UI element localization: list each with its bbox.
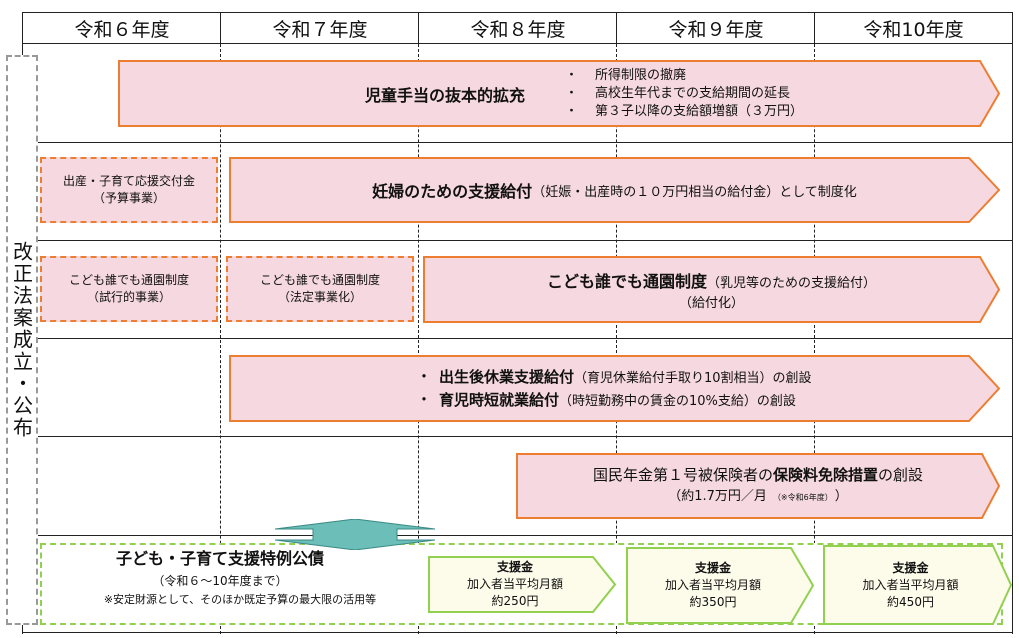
row1-title: 児童手当の抜本的拡充 [364,85,525,105]
support-label: 加入者当平均月額 [664,578,761,592]
support-fee-arrow-r8: 支援金 加入者当平均月額 約250円 [428,556,616,613]
row2-pre-line2: （予算事業） [92,191,165,205]
side-label-box: 改正法案成立・公布 [6,55,38,625]
row3-line2: （給付化） [678,296,744,311]
child-allowance-arrow: 児童手当の抜本的拡充 ・所得制限の撤廃 ・高校生年代までの支給期間の延長 ・第３… [118,60,1000,127]
year-header-r10: 令和10年度 [814,12,1013,44]
row3-title: こども誰でも通園制度 [546,272,707,291]
parental-leave-arrow: ・出生後休業支援給付（育児休業給付手取り10割相当）の創設 ・育児時短就業給付（… [229,355,1000,422]
support-title: 支援金 [892,560,929,575]
support-fee-arrow-r10: 支援金 加入者当平均月額 約450円 [823,545,1012,625]
support-title: 支援金 [496,560,533,574]
bullet: ・ [415,389,432,409]
bullet: ・ [565,85,579,101]
side-label: 改正法案成立・公布 [9,241,34,439]
row6-title: 子ども・子育て支援特例公債 [115,549,324,568]
row2-detail: （妊娠・出産時の１０万円相当の給付金）として制度化 [532,184,857,200]
special-bond-text: 子ども・子育て支援特例公債 （令和６～10年度まで） ※安定財源として、そのほか… [55,548,425,620]
row3-legal-line2: （法定事業化） [277,290,362,304]
row1-bullet-item: 所得制限の撤廃 [595,67,687,83]
support-amount: 約250円 [491,594,539,608]
bullet: ・ [565,103,579,119]
row2-pre-line1: 出産・子育て応援交付金 [62,174,195,188]
trial-daycare-box: こども誰でも通園制度 （試行的事業） [40,256,218,322]
pregnant-support-arrow: 妊婦のための支援給付 （妊娠・出産時の１０万円相当の給付金）として制度化 [229,157,1000,223]
row4-item1-title: 出生後休業支援給付 [439,367,575,386]
row1-bullet-item: 第３子以降の支給額増額（３万円） [595,103,804,119]
bullet: ・ [565,67,579,83]
grid-line [814,44,815,634]
row5-note: （※令和6年度） [772,492,829,502]
support-label: 加入者当平均月額 [466,577,563,591]
row4-item2-detail: （時短勤務中の賃金の10%支給）の創設 [559,393,796,409]
row4-item1-detail: （育児休業給付手取り10割相当）の創設 [574,370,812,386]
row2-title: 妊婦のための支援給付 [372,182,533,201]
row1-bullet-item: 高校生年代までの支給期間の延長 [595,85,791,101]
year-header-r6: 令和６年度 [22,12,221,44]
row-divider [38,240,1013,241]
support-amount: 約450円 [887,594,934,609]
grid-line [1012,44,1013,634]
row5-amount: （約1.7万円／月 [668,488,767,504]
pension-exemption-arrow: 国民年金第１号被保険者の保険料免除措置の創設 （約1.7万円／月 （※令和6年度）… [516,453,1000,519]
grid-line [418,44,419,634]
support-label: 加入者当平均月額 [862,577,959,592]
row-divider [38,338,1013,339]
row3-legal-line1: こども誰でも通園制度 [259,273,380,287]
grid-line [220,44,221,634]
row5-title: 保険料免除措置 [772,465,878,484]
row3-trial-line2: （試行的事業） [86,290,171,304]
row3-detail: （乳児等のための支援給付） [707,276,877,291]
legal-daycare-box: こども誰でも通園制度 （法定事業化） [226,256,414,322]
bullet: ・ [415,366,432,386]
row6-note: ※安定財源として、そのほか既定予算の最大限の活用等 [103,593,377,606]
row-divider [38,535,1013,536]
year-header-r8: 令和８年度 [418,12,617,44]
row5-close: ） [834,488,848,504]
support-title: 支援金 [694,561,731,575]
grid-line [616,44,617,634]
row5-pre: 国民年金第１号被保険者の [592,465,773,484]
support-fee-arrow-r9: 支援金 加入者当平均月額 約350円 [626,547,814,624]
row3-trial-line1: こども誰でも通園制度 [68,273,189,287]
year-header-r7: 令和７年度 [220,12,419,44]
daycare-benefit-arrow: こども誰でも通園制度（乳児等のための支援給付） （給付化） [423,256,1000,323]
row6-period: （令和６～10年度まで） [152,574,288,588]
row-divider [22,632,1013,633]
birth-support-grant-box: 出産・子育て応援交付金 （予算事業） [40,157,218,223]
double-arrow-icon [275,519,435,550]
year-header-r9: 令和９年度 [616,12,815,44]
row-divider [38,436,1013,437]
support-amount: 約350円 [689,595,737,609]
row5-post: の創設 [878,465,924,484]
row4-item2-title: 育児時短就業給付 [439,390,560,409]
row-divider [38,142,1013,143]
